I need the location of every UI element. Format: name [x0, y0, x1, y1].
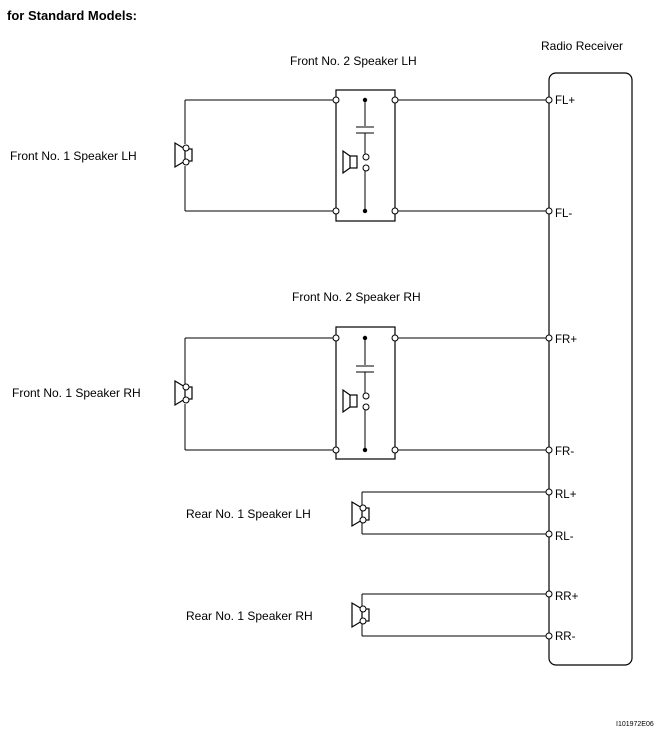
terminal-icon	[182, 158, 190, 166]
pin-fl-minus: FL-	[555, 208, 572, 220]
terminal-icon	[182, 396, 190, 404]
rear-rh-circuit: Rear No. 1 Speaker RH	[186, 593, 549, 637]
rear-no1-speaker-lh-label: Rear No. 1 Speaker LH	[186, 507, 311, 521]
front-rh-circuit: Front No. 2 Speaker RH Front No. 1 Speak…	[12, 290, 549, 460]
front-no2-speaker-rh-label: Front No. 2 Speaker RH	[292, 290, 421, 304]
pin-fr-minus: FR-	[555, 446, 574, 458]
front-lh-circuit: Front No. 2 Speaker LH Front No. 1 Speak…	[10, 54, 549, 222]
pin-rl-plus: RL+	[555, 489, 577, 501]
front-no2-speaker-lh-label: Front No. 2 Speaker LH	[290, 54, 417, 68]
speaker-icon	[342, 388, 358, 414]
terminal-icon	[182, 383, 190, 391]
radio-receiver-label: Radio Receiver	[541, 39, 623, 53]
pin-rl-minus: RL-	[555, 531, 574, 543]
pin-rr-plus: RR+	[555, 591, 579, 603]
speaker-icon	[342, 149, 358, 175]
terminal-icon	[359, 617, 367, 625]
figure-code: I101972E06	[616, 721, 654, 728]
front-no2-lh-housing	[335, 89, 396, 222]
terminal-icon	[182, 144, 190, 152]
pin-fr-plus: FR+	[555, 334, 577, 346]
pin-fl-plus: FL+	[555, 95, 575, 107]
rear-no1-speaker-rh-label: Rear No. 1 Speaker RH	[186, 609, 313, 623]
front-no1-speaker-rh-label: Front No. 1 Speaker RH	[12, 386, 141, 400]
terminal-icon	[359, 516, 367, 524]
front-no1-speaker-lh-label: Front No. 1 Speaker LH	[10, 149, 137, 163]
page-title: for Standard Models:	[7, 8, 137, 23]
terminal-icon	[359, 605, 367, 613]
rear-lh-circuit: Rear No. 1 Speaker LH	[186, 491, 549, 535]
pin-rr-minus: RR-	[555, 631, 576, 643]
receiver-terminals	[545, 96, 553, 640]
radio-receiver-box	[548, 72, 633, 666]
terminal-icon	[359, 504, 367, 512]
front-no2-rh-housing	[335, 326, 396, 460]
